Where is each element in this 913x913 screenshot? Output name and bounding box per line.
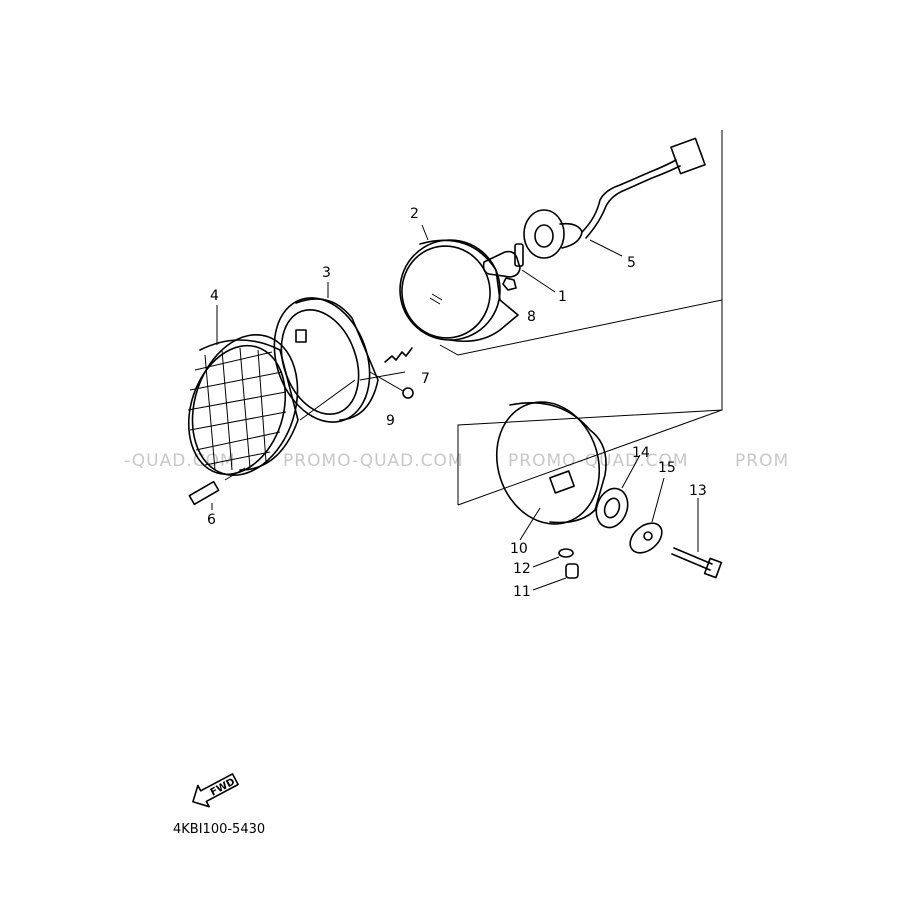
- watermark-text-1: -QUAD.COM: [124, 451, 236, 471]
- watermark-text-3: PROMO-QUAD.COM: [508, 451, 689, 471]
- part-label-15: 15: [658, 460, 676, 476]
- part-label-1: 1: [558, 289, 567, 305]
- part-label-13: 13: [689, 483, 707, 499]
- adjusting-spring: [359, 347, 413, 381]
- headlight-bulb: [482, 243, 556, 293]
- lens-nut: [502, 277, 517, 291]
- headlight-housing: [495, 401, 607, 541]
- bulb-socket-harness: [523, 137, 706, 259]
- grommet: [595, 454, 641, 529]
- housing-washer: [532, 548, 574, 568]
- headlight-lens-unit: [399, 224, 519, 343]
- watermark: -QUAD.COM PROMO-QUAD.COM PROMO-QUAD.COM …: [124, 451, 789, 471]
- watermark-text-4: PROM: [735, 451, 789, 471]
- part-label-5: 5: [627, 255, 636, 271]
- part-label-9: 9: [386, 413, 395, 429]
- mounting-bolt: [671, 498, 723, 579]
- part-label-8: 8: [527, 309, 536, 325]
- part-label-12: 12: [513, 561, 531, 577]
- adjusting-screw: [369, 371, 414, 399]
- watermark-text-2: PROMO-QUAD.COM: [283, 451, 464, 471]
- part-label-14: 14: [632, 445, 650, 461]
- part-label-11: 11: [513, 584, 531, 600]
- housing-screw: [532, 563, 579, 591]
- catalog-code: 4KBI100-5430: [173, 822, 265, 837]
- housing-cap: [629, 477, 665, 554]
- headlight-guard-grille: [187, 305, 299, 476]
- part-label-4: 4: [210, 288, 219, 304]
- headlight-rim: [273, 282, 379, 423]
- forward-direction-arrow: FWD: [192, 773, 239, 808]
- part-label-10: 10: [510, 541, 528, 557]
- part-label-7: 7: [421, 371, 430, 387]
- part-label-6: 6: [207, 512, 216, 528]
- grille-screw: [188, 467, 246, 510]
- part-label-3: 3: [322, 265, 331, 281]
- part-number-labels: 1 2 3 4 5 6 7 8 9 10 11 12 13 14 15: [207, 206, 707, 600]
- upper-assembly-outline: [439, 130, 723, 506]
- part-label-2: 2: [410, 206, 419, 222]
